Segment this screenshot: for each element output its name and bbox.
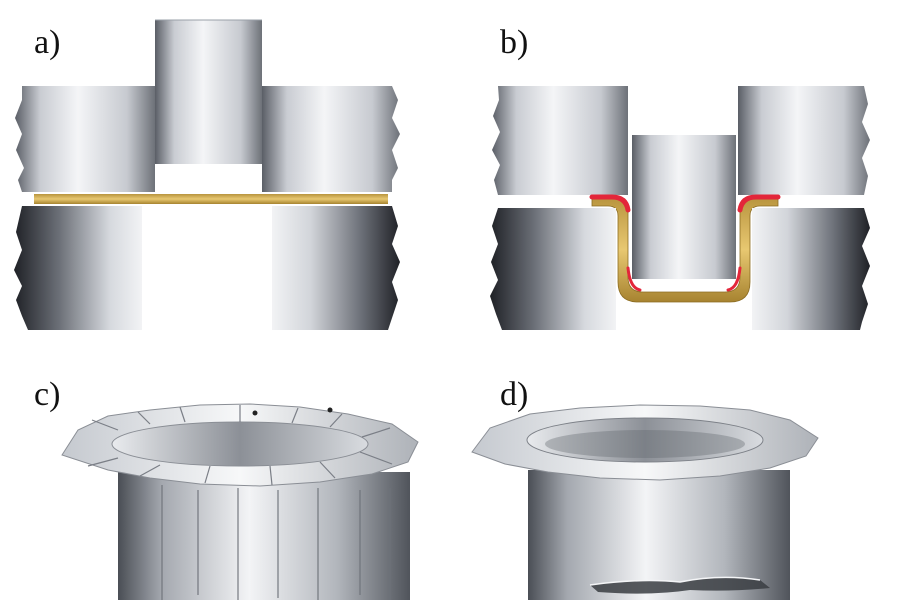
panel-label-a: a)	[34, 24, 61, 61]
panel-c-cup-opening	[111, 421, 369, 467]
panel-a-die-left	[14, 206, 142, 330]
panel-b-drawn-sheet	[591, 196, 779, 303]
panel-b-blankholder-right	[738, 86, 870, 195]
panel-a-blankholder-right	[262, 86, 400, 192]
panel-b-blankholder-left	[492, 86, 628, 195]
panel-c-flange-wrinkles	[87, 405, 393, 486]
panel-b-punch	[632, 135, 736, 279]
panel-d-cup-body	[528, 470, 790, 600]
panel-label-c: c)	[34, 376, 61, 413]
panel-c-drawing	[61, 403, 419, 600]
panel-d-drawing	[471, 404, 819, 600]
panel-b-defect-bottom-left	[626, 266, 642, 292]
panel-b-drawing	[490, 86, 870, 330]
panel-b-defect-left	[589, 194, 631, 213]
panel-b-die-left	[490, 208, 616, 330]
panel-label-b: b)	[500, 24, 529, 61]
panel-b-defect-right	[737, 194, 781, 213]
panel-a-die-right	[272, 206, 400, 330]
panel-c-wrinkles	[134, 485, 391, 600]
panel-a-punch	[155, 20, 262, 164]
panel-d-cup-opening	[526, 417, 764, 463]
panel-b-die-right	[752, 208, 870, 330]
panel-c-cup-body	[118, 472, 410, 600]
panel-a-drawing	[14, 19, 400, 330]
panel-a-blankholder-left	[15, 86, 155, 192]
panel-b-defect-bottom-right	[726, 266, 742, 292]
panel-label-d: d)	[500, 376, 529, 413]
panel-a-sheet-blank	[34, 194, 388, 204]
